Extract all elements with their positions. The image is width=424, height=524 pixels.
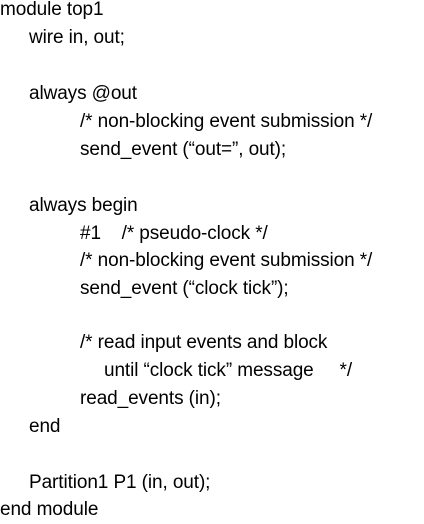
code-line-always-begin: always begin	[29, 195, 138, 216]
code-line-end-module: end module	[0, 499, 99, 520]
code-line-pseudo-clock: #1 /* pseudo-clock */	[80, 223, 268, 244]
code-line-module: module top1	[0, 0, 104, 20]
code-line-send-clock-tick: send_event (“clock tick”);	[80, 278, 289, 299]
code-line-comment-read: /* read input events and block	[80, 332, 328, 353]
code-line-send-out: send_event (“out=”, out);	[80, 139, 287, 160]
code-line-end: end	[29, 416, 61, 437]
code-line-comment-nb-1: /* non-blocking event submission */	[80, 111, 373, 132]
code-line-partition: Partition1 P1 (in, out);	[29, 472, 211, 493]
code-line-comment-until: until “clock tick” message */	[104, 360, 352, 381]
code-line-read-events: read_events (in);	[80, 388, 221, 409]
code-line-always-out: always @out	[29, 83, 137, 104]
code-line-comment-nb-2: /* non-blocking event submission */	[80, 250, 373, 271]
code-line-wire-decl: wire in, out;	[29, 27, 125, 48]
